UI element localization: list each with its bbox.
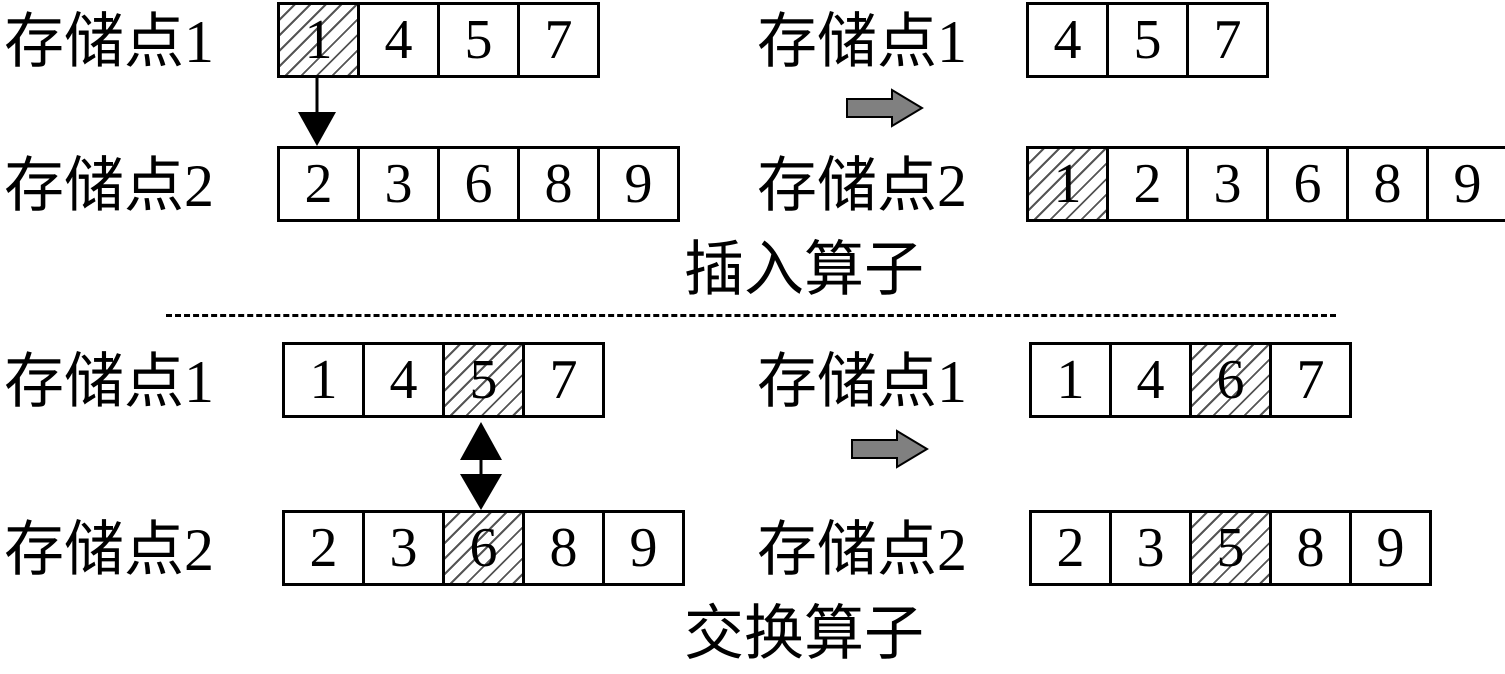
insert-before-node2-label: 存储点2 xyxy=(4,153,214,219)
sequence-cell: 9 xyxy=(1352,513,1432,583)
sequence-cell: 1 xyxy=(285,345,365,415)
sequence-cell: 4 xyxy=(360,5,440,75)
sequence-cell: 3 xyxy=(1112,513,1192,583)
sequence-cell: 7 xyxy=(520,5,600,75)
sequence-cell: 8 xyxy=(520,149,600,219)
sequence-cell: 5 xyxy=(440,5,520,75)
sequence-cell: 9 xyxy=(600,149,680,219)
sequence-cell: 4 xyxy=(365,345,445,415)
sequence-cell: 7 xyxy=(1189,5,1269,75)
swap-operator-caption: 交换算子 xyxy=(684,601,924,667)
sequence-cell: 3 xyxy=(365,513,445,583)
swap-before-node1-label: 存储点1 xyxy=(4,349,214,415)
sequence-cell: 9 xyxy=(1429,149,1505,219)
highlighted-sequence-cell: 6 xyxy=(445,513,525,583)
sequence-cell: 6 xyxy=(1269,149,1349,219)
sequence-cell: 8 xyxy=(525,513,605,583)
swap-after-node2-label: 存储点2 xyxy=(757,517,967,583)
sequence-cell: 5 xyxy=(1109,5,1189,75)
highlighted-sequence-cell: 5 xyxy=(1192,513,1272,583)
sequence-cell: 4 xyxy=(1029,5,1109,75)
sequence-cell: 1 xyxy=(1032,345,1112,415)
insert-result-arrow-icon xyxy=(846,88,924,128)
sequence-cell: 8 xyxy=(1272,513,1352,583)
sequence-cell: 7 xyxy=(525,345,605,415)
sequence-cell: 4 xyxy=(1112,345,1192,415)
sequence-cell: 8 xyxy=(1349,149,1429,219)
sequence-cell: 7 xyxy=(1272,345,1352,415)
sequence-cell: 2 xyxy=(1109,149,1189,219)
section-divider xyxy=(166,314,1336,317)
sequence-cell: 3 xyxy=(360,149,440,219)
highlighted-sequence-cell: 1 xyxy=(280,5,360,75)
sequence-cell: 6 xyxy=(440,149,520,219)
sequence-cell: 2 xyxy=(1032,513,1112,583)
highlighted-sequence-cell: 6 xyxy=(1192,345,1272,415)
insert-before-node1-label: 存储点1 xyxy=(4,9,214,75)
sequence-cell: 2 xyxy=(285,513,365,583)
swap-before-node2-label: 存储点2 xyxy=(4,517,214,583)
insert-down-arrow-icon xyxy=(298,78,336,146)
swap-after-node1-label: 存储点1 xyxy=(757,349,967,415)
sequence-cell: 3 xyxy=(1189,149,1269,219)
highlighted-sequence-cell: 5 xyxy=(445,345,525,415)
sequence-cell: 2 xyxy=(280,149,360,219)
swap-double-arrow-icon xyxy=(460,422,502,510)
insert-after-node1-label: 存储点1 xyxy=(757,9,967,75)
highlighted-sequence-cell: 1 xyxy=(1029,149,1109,219)
insert-after-node2-label: 存储点2 xyxy=(757,153,967,219)
swap-result-arrow-icon xyxy=(851,429,929,469)
insert-operator-caption: 插入算子 xyxy=(684,237,924,303)
sequence-cell: 9 xyxy=(605,513,685,583)
